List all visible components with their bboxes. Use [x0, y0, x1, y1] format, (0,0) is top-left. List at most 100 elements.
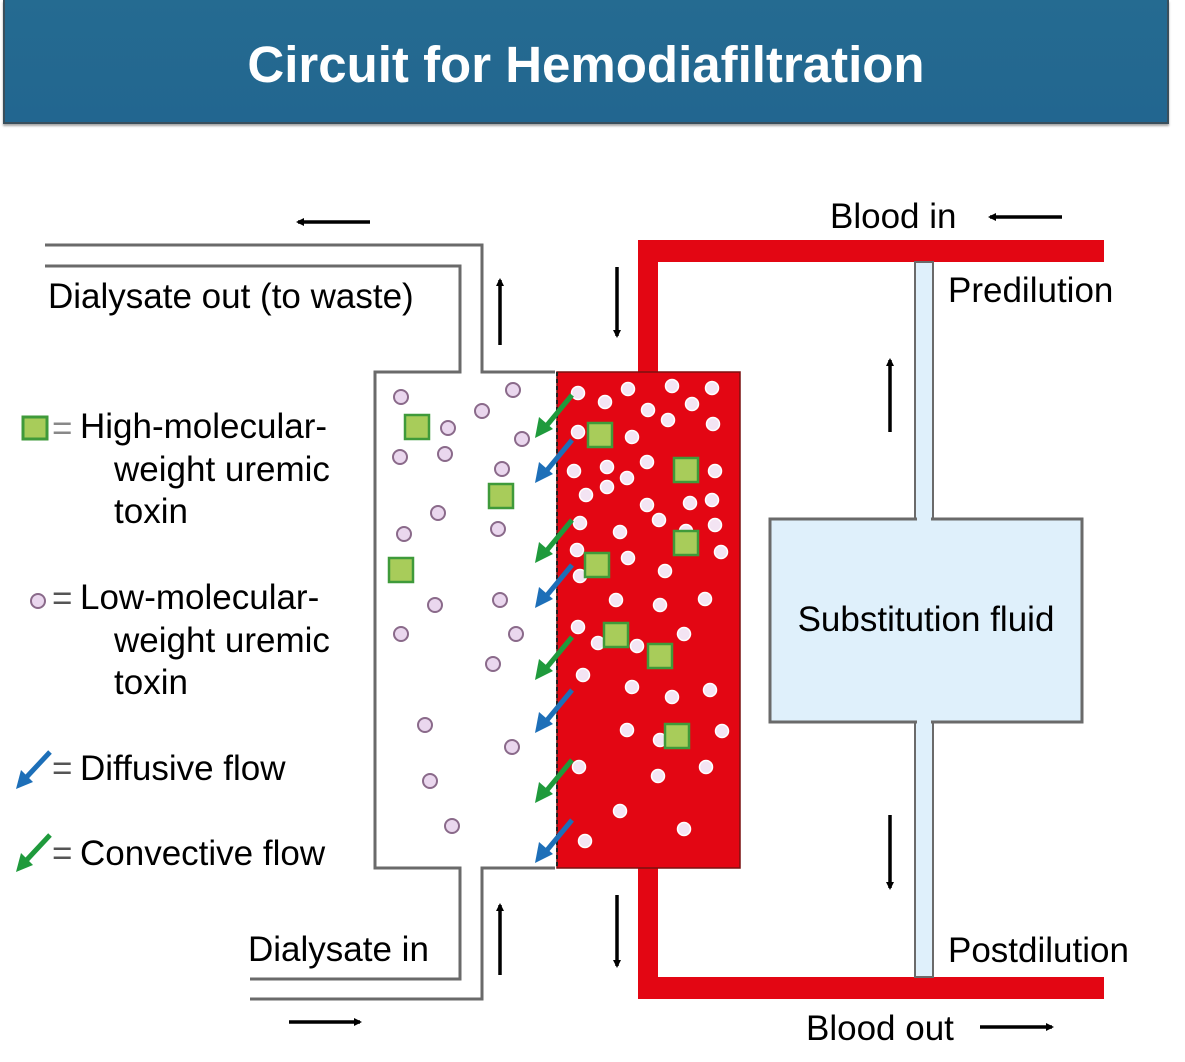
low-mw-toxin [494, 461, 510, 477]
high-mw-toxin [672, 456, 700, 484]
high-mw-toxin [487, 482, 515, 510]
legend-text: weight uremic [113, 450, 330, 489]
low-mw-toxin [629, 638, 645, 654]
low-mw-toxin [569, 542, 585, 558]
low-mw-toxin [639, 454, 655, 470]
blood-compartment [556, 371, 741, 869]
high-mw-toxin [602, 621, 630, 649]
blood-tubing [638, 240, 1104, 999]
green-arrow-icon [16, 833, 52, 872]
high-mw-toxin [663, 722, 691, 750]
low-mw-toxin [619, 470, 635, 486]
low-mw-toxin [698, 759, 714, 775]
low-mw-toxin [624, 429, 640, 445]
high-mw-toxin [586, 421, 614, 449]
convective-flow-arrow-icon [535, 393, 574, 438]
low-mw-toxin [485, 656, 501, 672]
legend: = High-molecular- weight uremic toxin = … [16, 407, 330, 873]
low-mw-toxin [508, 626, 524, 642]
low-mw-toxin [578, 487, 594, 503]
low-mw-toxin [599, 459, 615, 475]
low-mw-toxin [570, 619, 586, 635]
dialysate-tubing [45, 243, 555, 1001]
legend-text: High-molecular- [80, 407, 327, 446]
low-mw-toxin [393, 389, 409, 405]
low-mw-toxin [660, 412, 676, 428]
predilution-label: Predilution [948, 271, 1113, 310]
low-mw-toxin [713, 544, 729, 560]
convective-flow-arrow-icon [535, 518, 574, 563]
legend-text: Convective flow [80, 834, 326, 873]
low-mw-toxin [639, 497, 655, 513]
legend-item-low-mw: = Low-molecular- weight uremic toxin [30, 578, 330, 702]
low-mw-toxin [640, 402, 656, 418]
low-mw-toxin [682, 495, 698, 511]
low-mw-toxin [474, 403, 490, 419]
low-mw-toxin [590, 635, 606, 651]
low-mw-toxin [651, 512, 667, 528]
low-mw-toxin [620, 381, 636, 397]
substitution-fluid-box [768, 517, 1084, 724]
low-mw-toxin [652, 597, 668, 613]
high-mw-toxins [387, 413, 700, 750]
legend-item-diffusive: = Diffusive flow [16, 749, 286, 789]
legend-text: weight uremic [113, 621, 330, 660]
blood-in-label: Blood in [830, 197, 956, 236]
low-mw-toxin [437, 446, 453, 462]
legend-item-convective: = Convective flow [16, 833, 326, 873]
low-mw-toxin [566, 463, 582, 479]
low-mw-toxin [572, 515, 588, 531]
legend-item-high-mw: = High-molecular- weight uremic toxin [21, 407, 330, 531]
low-mw-toxin [704, 492, 720, 508]
convective-flow-arrow-icon [535, 635, 574, 680]
low-mw-toxin [575, 667, 591, 683]
green-square-icon [21, 415, 49, 441]
low-mw-toxin [612, 524, 628, 540]
low-mw-toxin [657, 563, 673, 579]
low-mw-toxin [505, 382, 521, 398]
low-mw-toxin [393, 626, 409, 642]
legend-eq: = [52, 579, 72, 618]
diffusive-flow-arrow-icon [535, 818, 574, 863]
legend-text: Low-molecular- [80, 578, 319, 617]
high-mw-toxin [646, 642, 674, 670]
low-mw-toxin [664, 378, 680, 394]
legend-text: Diffusive flow [80, 749, 286, 788]
low-mw-toxin [430, 505, 446, 521]
blue-arrow-icon [16, 750, 52, 789]
dialysate-in-label: Dialysate in [248, 930, 429, 969]
diffusive-flow-arrow-icon [535, 563, 574, 608]
low-mw-toxin [702, 682, 718, 698]
high-mw-toxin [387, 556, 415, 584]
low-mw-toxin [392, 449, 408, 465]
low-mw-toxin [650, 768, 666, 784]
low-mw-toxin [492, 592, 508, 608]
substitution-fluid-label: Substitution fluid [798, 600, 1055, 639]
legend-text: toxin [114, 492, 188, 531]
low-mw-toxin [599, 479, 615, 495]
high-mw-toxin [403, 413, 431, 441]
membrane-flow-arrows [535, 393, 574, 863]
low-mw-toxin [619, 722, 635, 738]
low-mw-toxin [697, 591, 713, 607]
low-mw-toxin [704, 380, 720, 396]
high-mw-toxin [672, 529, 700, 557]
pink-circle-icon [30, 593, 46, 609]
low-mw-toxins-blood [566, 378, 730, 849]
low-mw-toxin [597, 394, 613, 410]
low-mw-toxin [684, 396, 700, 412]
convective-flow-arrow-icon [535, 758, 574, 803]
legend-eq: = [52, 749, 72, 788]
low-mw-toxin [490, 521, 506, 537]
low-mw-toxin [570, 424, 586, 440]
low-mw-toxin [427, 597, 443, 613]
flow-direction-arrows [289, 213, 1062, 1031]
low-mw-toxin [612, 803, 628, 819]
low-mw-toxin [714, 723, 730, 739]
low-mw-toxin [571, 759, 587, 775]
low-mw-toxin [422, 773, 438, 789]
diffusive-flow-arrow-icon [535, 438, 574, 483]
low-mw-toxin [570, 385, 586, 401]
page-title: Circuit for Hemodiafiltration [247, 35, 925, 93]
low-mw-toxin [676, 626, 692, 642]
